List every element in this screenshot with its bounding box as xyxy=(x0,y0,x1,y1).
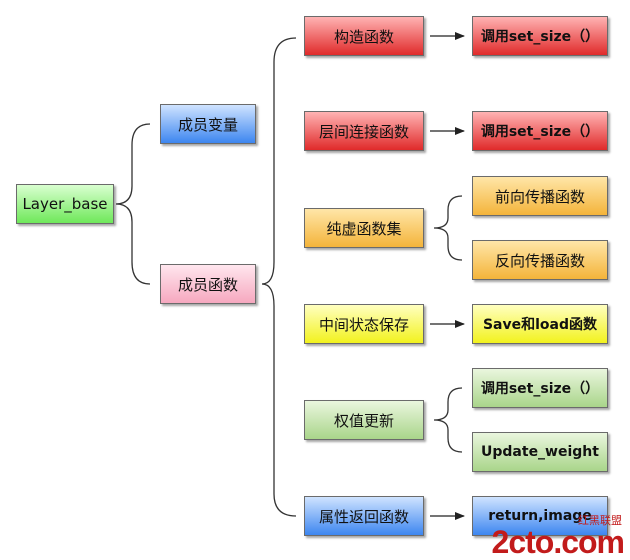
member-functions-node: 成员函数 xyxy=(160,264,256,304)
brace-root xyxy=(115,123,151,285)
weight-update-node: 权值更新 xyxy=(304,400,424,440)
root-node: Layer_base xyxy=(16,184,114,224)
save-load-node: Save和load函数 xyxy=(472,304,608,344)
watermark-tagline: 红黑联盟 xyxy=(578,515,622,527)
constructor-node: 构造函数 xyxy=(304,16,424,56)
member-variables-node: 成员变量 xyxy=(160,104,256,144)
return-image-node: return,image xyxy=(472,496,608,536)
brace-weight xyxy=(433,387,463,453)
weight-child-set-size: 调用set_size（） xyxy=(472,368,608,408)
backward-propagation-node: 反向传播函数 xyxy=(472,240,608,280)
layer-connection-node: 层间连接函数 xyxy=(304,111,424,151)
brace-virtual xyxy=(433,195,463,261)
watermark-logo: 红黑联盟 2cto.com xyxy=(491,516,625,560)
state-save-node: 中间状态保存 xyxy=(304,304,424,344)
brace-functions xyxy=(261,37,297,517)
constructor-child-set-size: 调用set_size（） xyxy=(472,16,608,56)
watermark-text: 2cto.com xyxy=(491,524,625,560)
forward-propagation-node: 前向传播函数 xyxy=(472,176,608,216)
attribute-return-node: 属性返回函数 xyxy=(304,496,424,536)
pure-virtual-node: 纯虚函数集 xyxy=(304,208,424,248)
update-weight-node: Update_weight xyxy=(472,432,608,472)
connection-child-set-size: 调用set_size（） xyxy=(472,111,608,151)
